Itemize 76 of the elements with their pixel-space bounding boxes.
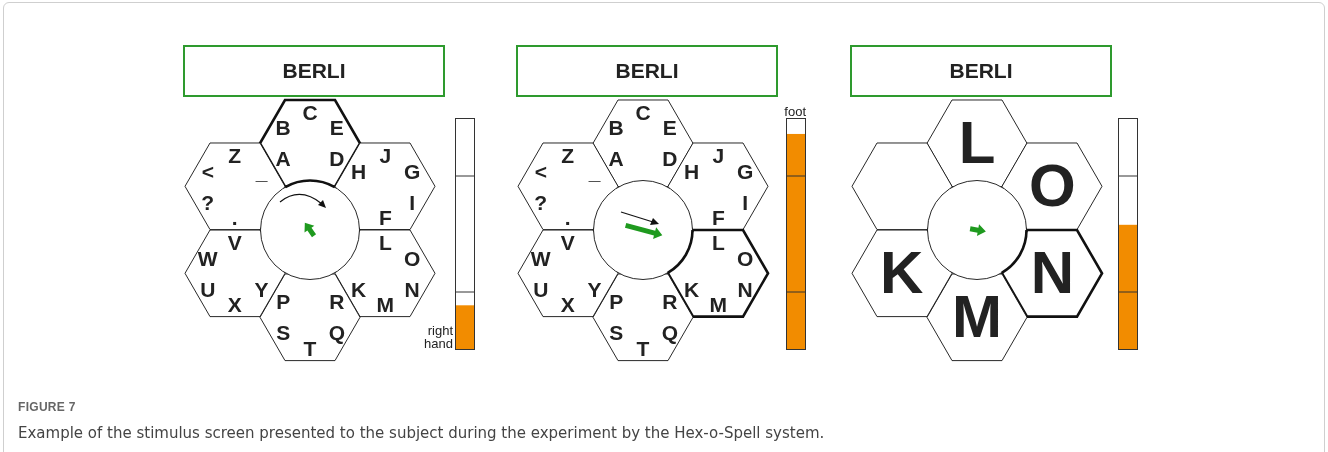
key-letter: Y (254, 278, 269, 300)
key-letter: K (879, 243, 924, 304)
spelled-text-box: BERLI (183, 45, 445, 97)
key-letter: U (200, 278, 216, 300)
spelled-text-box: BERLI (516, 45, 778, 97)
key-letter: W (197, 247, 218, 269)
key-letter: Z (561, 145, 575, 166)
key-letter: M (709, 294, 728, 315)
key-letter: O (1029, 156, 1076, 217)
hexagon-key (851, 143, 952, 230)
bar-label: right hand (423, 324, 453, 350)
spelled-text-box: BERLI (850, 45, 1112, 97)
key-letter: H (683, 160, 700, 182)
key-letter: . (231, 207, 238, 228)
key-letter: Y (587, 278, 602, 300)
key-letter: G (404, 160, 421, 182)
key-letter: V (560, 232, 575, 253)
figure-caption: Example of the stimulus screen presented to the subject during the experiment by the Hex-o-Spell system. (18, 423, 825, 444)
key-letter: P (276, 291, 291, 312)
key-letter: X (560, 294, 575, 315)
key-letter: A (608, 148, 624, 169)
key-letter: F (711, 207, 725, 228)
key-letter: E (662, 117, 677, 138)
key-letter: N (737, 278, 753, 300)
key-letter: M (376, 294, 395, 315)
key-letter: O (404, 247, 421, 269)
key-letter: Z (228, 145, 242, 166)
key-letter: L (378, 232, 392, 253)
key-letter: M (952, 287, 1002, 347)
key-letter: P (609, 291, 624, 312)
key-letter: X (227, 294, 242, 315)
key-letter: J (712, 145, 725, 166)
key-letter: D (329, 148, 345, 169)
key-letter: J (379, 145, 392, 166)
key-letter: Q (328, 322, 345, 343)
key-letter: R (662, 291, 678, 312)
key-letter: V (227, 232, 242, 253)
key-letter: . (564, 207, 571, 228)
key-letter: I (409, 191, 416, 213)
key-letter: ? (201, 191, 215, 213)
key-letter: L (711, 232, 725, 253)
key-letter: S (276, 322, 291, 343)
key-letter: _ (588, 160, 601, 182)
key-letter: _ (255, 160, 268, 182)
key-letter: O (737, 247, 754, 269)
key-letter: T (636, 337, 650, 359)
key-letter: E (329, 117, 344, 138)
key-letter: Q (661, 322, 678, 343)
key-letter: I (742, 191, 749, 213)
key-letter: C (302, 101, 318, 123)
key-letter: L (958, 113, 996, 173)
key-letter: W (530, 247, 551, 269)
figure-number: FIGURE 7 (18, 399, 76, 416)
key-letter: R (329, 291, 345, 312)
bar-label: foot (783, 105, 806, 118)
key-letter: C (635, 101, 651, 123)
key-letter: < (534, 160, 547, 182)
key-letter: < (201, 160, 214, 182)
center-circle (927, 180, 1027, 280)
key-letter: N (404, 278, 420, 300)
key-letter: U (533, 278, 549, 300)
center-circle (260, 180, 360, 280)
key-letter: B (608, 117, 624, 138)
center-circle (593, 180, 693, 280)
key-letter: B (275, 117, 291, 138)
key-letter: K (350, 278, 367, 300)
key-letter: F (378, 207, 392, 228)
key-letter: G (737, 160, 754, 182)
key-letter: T (303, 337, 317, 359)
key-letter: ? (534, 191, 548, 213)
key-letter: S (609, 322, 624, 343)
key-letter: H (350, 160, 367, 182)
key-letter: A (275, 148, 291, 169)
key-letter: D (662, 148, 678, 169)
key-letter: K (683, 278, 700, 300)
key-letter: N (1030, 243, 1074, 304)
